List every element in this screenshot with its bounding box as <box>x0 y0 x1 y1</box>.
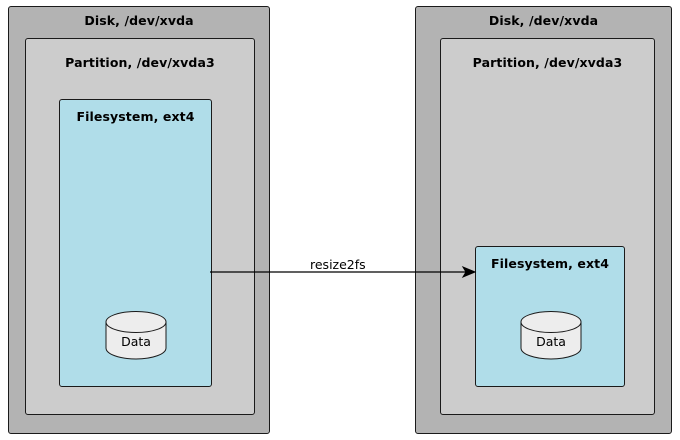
filesystem-label-after: Filesystem, ext4 <box>490 256 609 271</box>
cylinder-shape-icon <box>105 311 167 360</box>
cylinder-shape-icon <box>520 311 582 360</box>
data-cylinder-label-before: Data <box>121 334 151 349</box>
data-cylinder-label-after: Data <box>536 334 566 349</box>
disk-label-after: Disk, /dev/xvda <box>488 13 599 28</box>
data-cylinder-before: Data <box>105 311 167 360</box>
partition-container-after: Partition, /dev/xvda3 Filesystem, ext4 D… <box>440 38 655 415</box>
partition-label-after: Partition, /dev/xvda3 <box>472 55 623 70</box>
partition-label-before: Partition, /dev/xvda3 <box>65 55 215 70</box>
filesystem-container-before: Filesystem, ext4 Data <box>59 99 212 387</box>
filesystem-label-before: Filesystem, ext4 <box>76 109 195 124</box>
filesystem-container-after: Filesystem, ext4 Data <box>475 246 625 387</box>
disk-container-after: Disk, /dev/xvda Partition, /dev/xvda3 Fi… <box>415 6 672 434</box>
transition-label: resize2fs <box>310 257 366 272</box>
partition-container-before: Partition, /dev/xvda3 Filesystem, ext4 D… <box>25 38 255 415</box>
disk-label-before: Disk, /dev/xvda <box>84 13 194 28</box>
data-cylinder-after: Data <box>520 311 582 360</box>
disk-container-before: Disk, /dev/xvda Partition, /dev/xvda3 Fi… <box>8 6 270 434</box>
